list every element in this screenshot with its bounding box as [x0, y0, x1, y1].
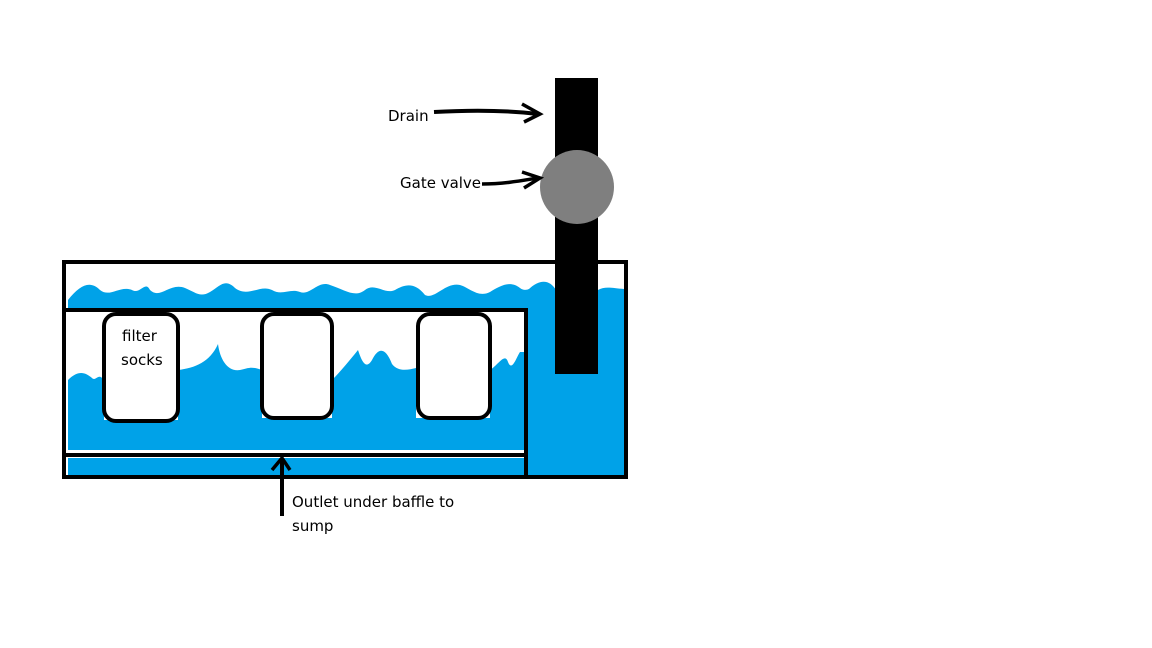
water-surface-top	[68, 282, 565, 308]
filter-socks	[102, 312, 492, 423]
drain-pipe	[555, 78, 598, 374]
gate-valve-label: Gate valve	[400, 174, 481, 192]
outlet-label-line2: sump	[292, 517, 333, 535]
gate-valve	[540, 150, 614, 224]
drain-label: Drain	[388, 107, 429, 125]
filter-socks-label-line2: socks	[121, 351, 163, 369]
filter-sock-3	[416, 312, 492, 420]
outlet-label-line1: Outlet under baffle to	[292, 493, 454, 511]
gate-valve-arrow	[481, 170, 545, 190]
water-under-baffle	[68, 458, 524, 475]
outlet-arrow	[270, 455, 292, 516]
baffle	[64, 308, 528, 477]
filter-sock-1	[102, 312, 180, 423]
drain-arrow	[433, 102, 544, 124]
water-drain-chamber	[528, 281, 624, 475]
filter-sock-2	[260, 312, 334, 420]
filter-socks-label-line1: filter	[122, 327, 158, 345]
water	[68, 281, 624, 475]
water-filter-chamber	[68, 344, 524, 450]
tank-outline	[62, 260, 628, 479]
